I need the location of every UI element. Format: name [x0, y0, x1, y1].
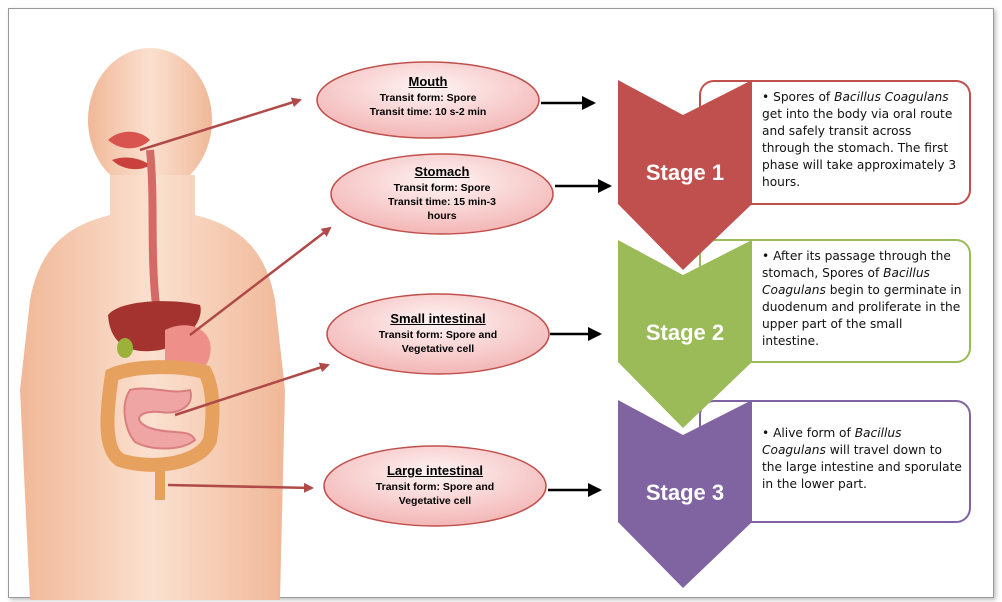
stomach-label-group: Stomach Transit form: Spore Transit time…: [344, 164, 540, 223]
stomach-ellipse: [330, 153, 554, 235]
stage3-bullet: •: [762, 426, 770, 440]
large-intestine-ellipse: [323, 445, 547, 527]
stage1-text-before: Spores of: [773, 90, 835, 104]
stage3-text-before: Alive form of: [773, 426, 855, 440]
large-intestine-transit-form: Transit form: Spore and: [375, 481, 495, 493]
tongue-organ: [112, 157, 150, 170]
stage-description-boxes: [699, 80, 971, 523]
stage3-organism-name: Bacillus Coagulans: [762, 426, 902, 457]
stage1-label: Stage 1: [645, 160, 725, 185]
stage-connector-arrows: [541, 96, 612, 497]
stomach-title: Stomach: [414, 164, 470, 179]
small-intestine-ellipse: [326, 293, 550, 375]
small-intestine-transit-form-cont: Vegetative cell: [401, 343, 475, 355]
stage3-description: • Alive form of Bacillus Coagulans will …: [762, 425, 962, 493]
mouth-label-group: Mouth Transit form: Spore Transit time: …: [330, 74, 526, 119]
stage-chevrons: [618, 80, 752, 588]
stage1-organism-name: Bacillus Coagulans: [834, 90, 949, 104]
small-intestine-title: Small intestinal: [390, 311, 486, 326]
stage3-chevron: [618, 400, 752, 588]
gallbladder-organ: [117, 338, 133, 358]
mouth-transit-time: Transit time: 10 s-2 min: [369, 106, 487, 118]
stomach-transit-time-cont: hours: [427, 210, 457, 222]
torso-shape: [20, 175, 285, 600]
organ-ellipses: [316, 61, 554, 527]
large-intestine-label-group: Large intestinal Transit form: Spore and…: [337, 463, 533, 508]
stage2-text-after: begin to germinate in duodenum and proli…: [762, 283, 962, 348]
small-intestine-organ: [123, 387, 197, 450]
mouth-ellipse: [316, 61, 540, 139]
stage3-text-after: will travel down to the large intestine …: [762, 443, 962, 491]
head-shape: [88, 48, 212, 192]
stage1-chevron: [618, 80, 752, 270]
large-intestine-pointer-arrow: [167, 482, 314, 493]
large-intestine-organ: [100, 360, 220, 472]
stage2-organism-name: Bacillus Coagulans: [762, 266, 930, 297]
stage2-label: Stage 2: [645, 320, 725, 345]
organ-pointer-arrows: [139, 97, 332, 493]
stage3-label: Stage 3: [645, 480, 725, 505]
large-intestine-transit-form-cont: Vegetative cell: [398, 495, 472, 507]
stage1-bullet: •: [762, 90, 770, 104]
stomach-transit-time: Transit time: 15 min-3: [388, 196, 496, 208]
stage2-bullet: •: [762, 249, 770, 263]
stomach-pointer-arrow: [189, 226, 332, 336]
small-intestine-transit-form: Transit form: Spore and: [378, 329, 498, 341]
mouth-pointer-arrow: [139, 97, 302, 152]
stage2-description: • After its passage through the stomach,…: [762, 248, 962, 350]
esophagus-organ: [146, 149, 160, 306]
stage2-chevron: [618, 240, 752, 428]
mouth-title: Mouth: [408, 74, 448, 89]
stomach-transit-form: Transit form: Spore: [393, 182, 491, 194]
small-intestine-label-group: Small intestinal Transit form: Spore and…: [340, 311, 536, 356]
mouth-transit-form: Transit form: Spore: [379, 92, 477, 104]
large-intestine-title: Large intestinal: [386, 463, 484, 478]
stage2-text-before: After its passage through the stomach, S…: [762, 249, 951, 280]
human-body-illustration: [20, 48, 285, 600]
stage1-description: • Spores of Bacillus Coagulans get into …: [762, 89, 962, 191]
stage1-text-after: get into the body via oral route and saf…: [762, 107, 957, 189]
small-intestine-pointer-arrow: [174, 362, 330, 417]
mouth-organ: [108, 131, 150, 149]
